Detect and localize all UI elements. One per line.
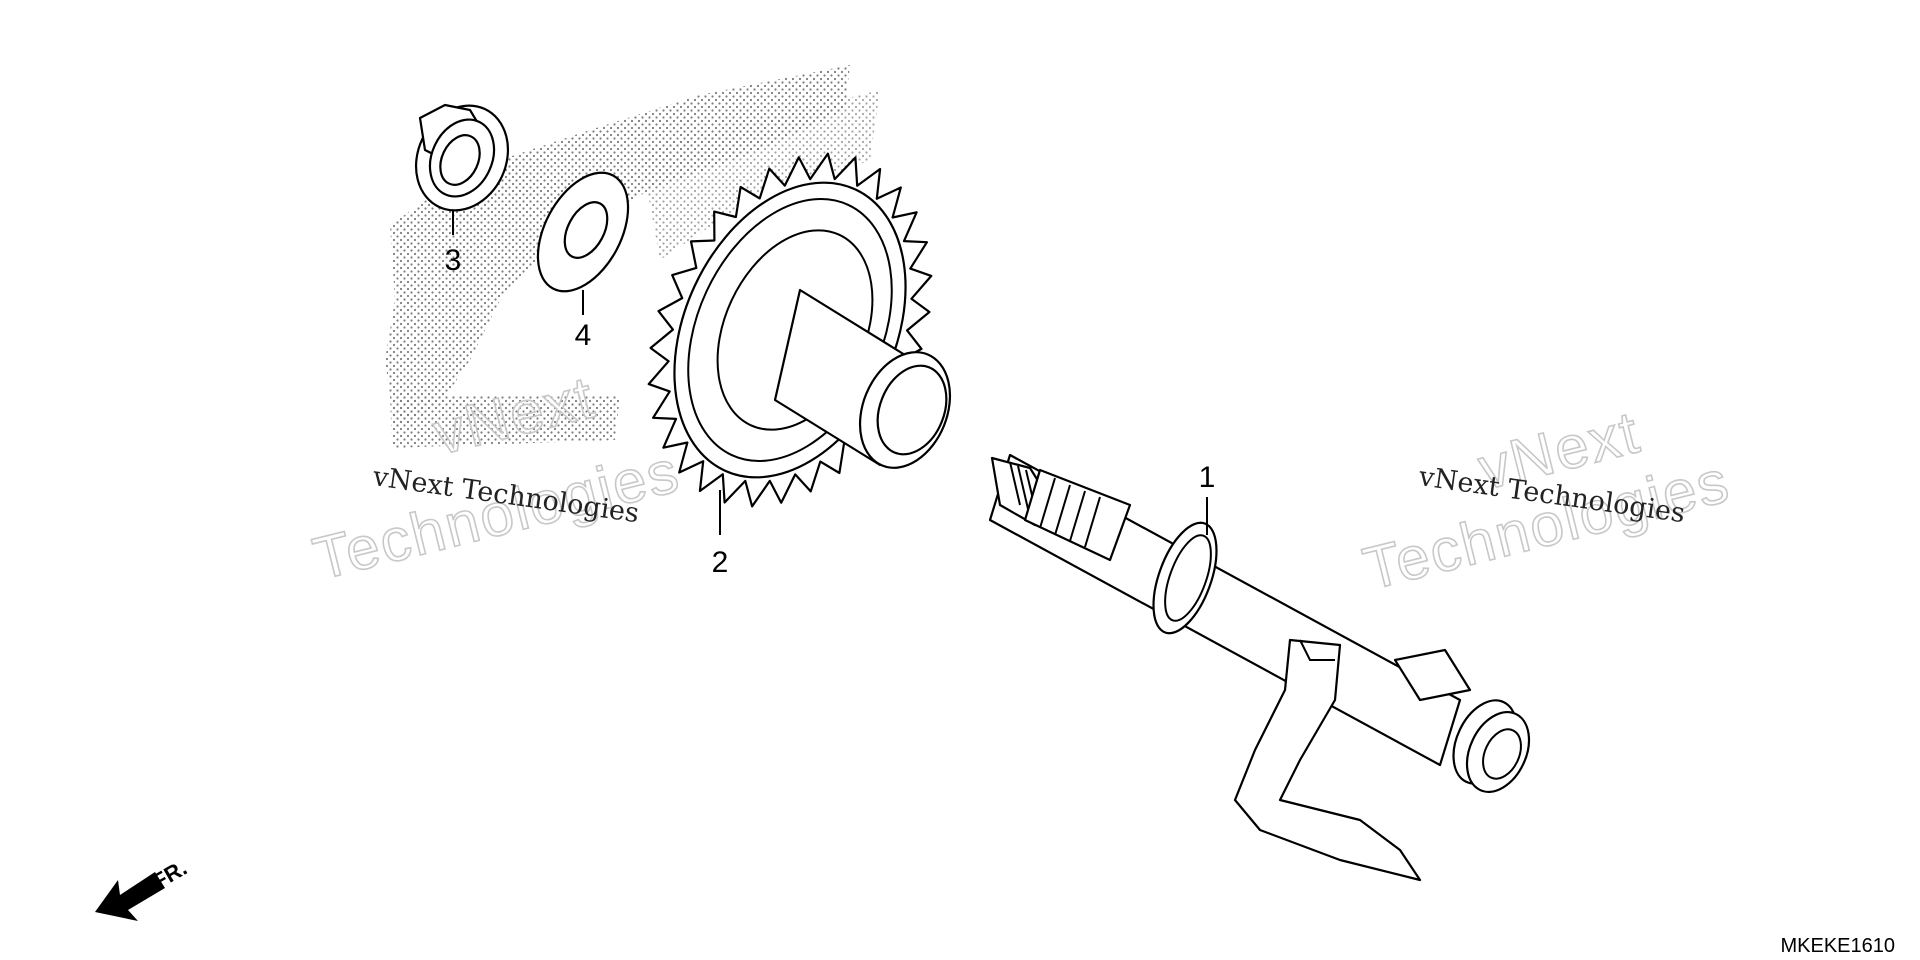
callout-leaders bbox=[452, 210, 1208, 535]
callout-2: 2 bbox=[712, 546, 729, 579]
callout-4: 4 bbox=[575, 319, 592, 352]
housing-shading bbox=[385, 65, 880, 448]
watermark-left: vNext Technologies vNext Technologies bbox=[306, 362, 687, 593]
front-direction-arrow: FR. bbox=[95, 855, 191, 921]
part-2-gear bbox=[647, 152, 952, 508]
callout-1: 1 bbox=[1199, 461, 1216, 494]
part-1-shaft bbox=[988, 453, 1531, 882]
watermark-right: vNext Technologies vNext Technologies bbox=[1356, 397, 1737, 603]
part-4-washer bbox=[536, 171, 630, 293]
part-3-flange-nut bbox=[414, 103, 510, 212]
callout-3: 3 bbox=[445, 244, 462, 277]
diagram-code: MKEKE1610 bbox=[1780, 935, 1895, 957]
